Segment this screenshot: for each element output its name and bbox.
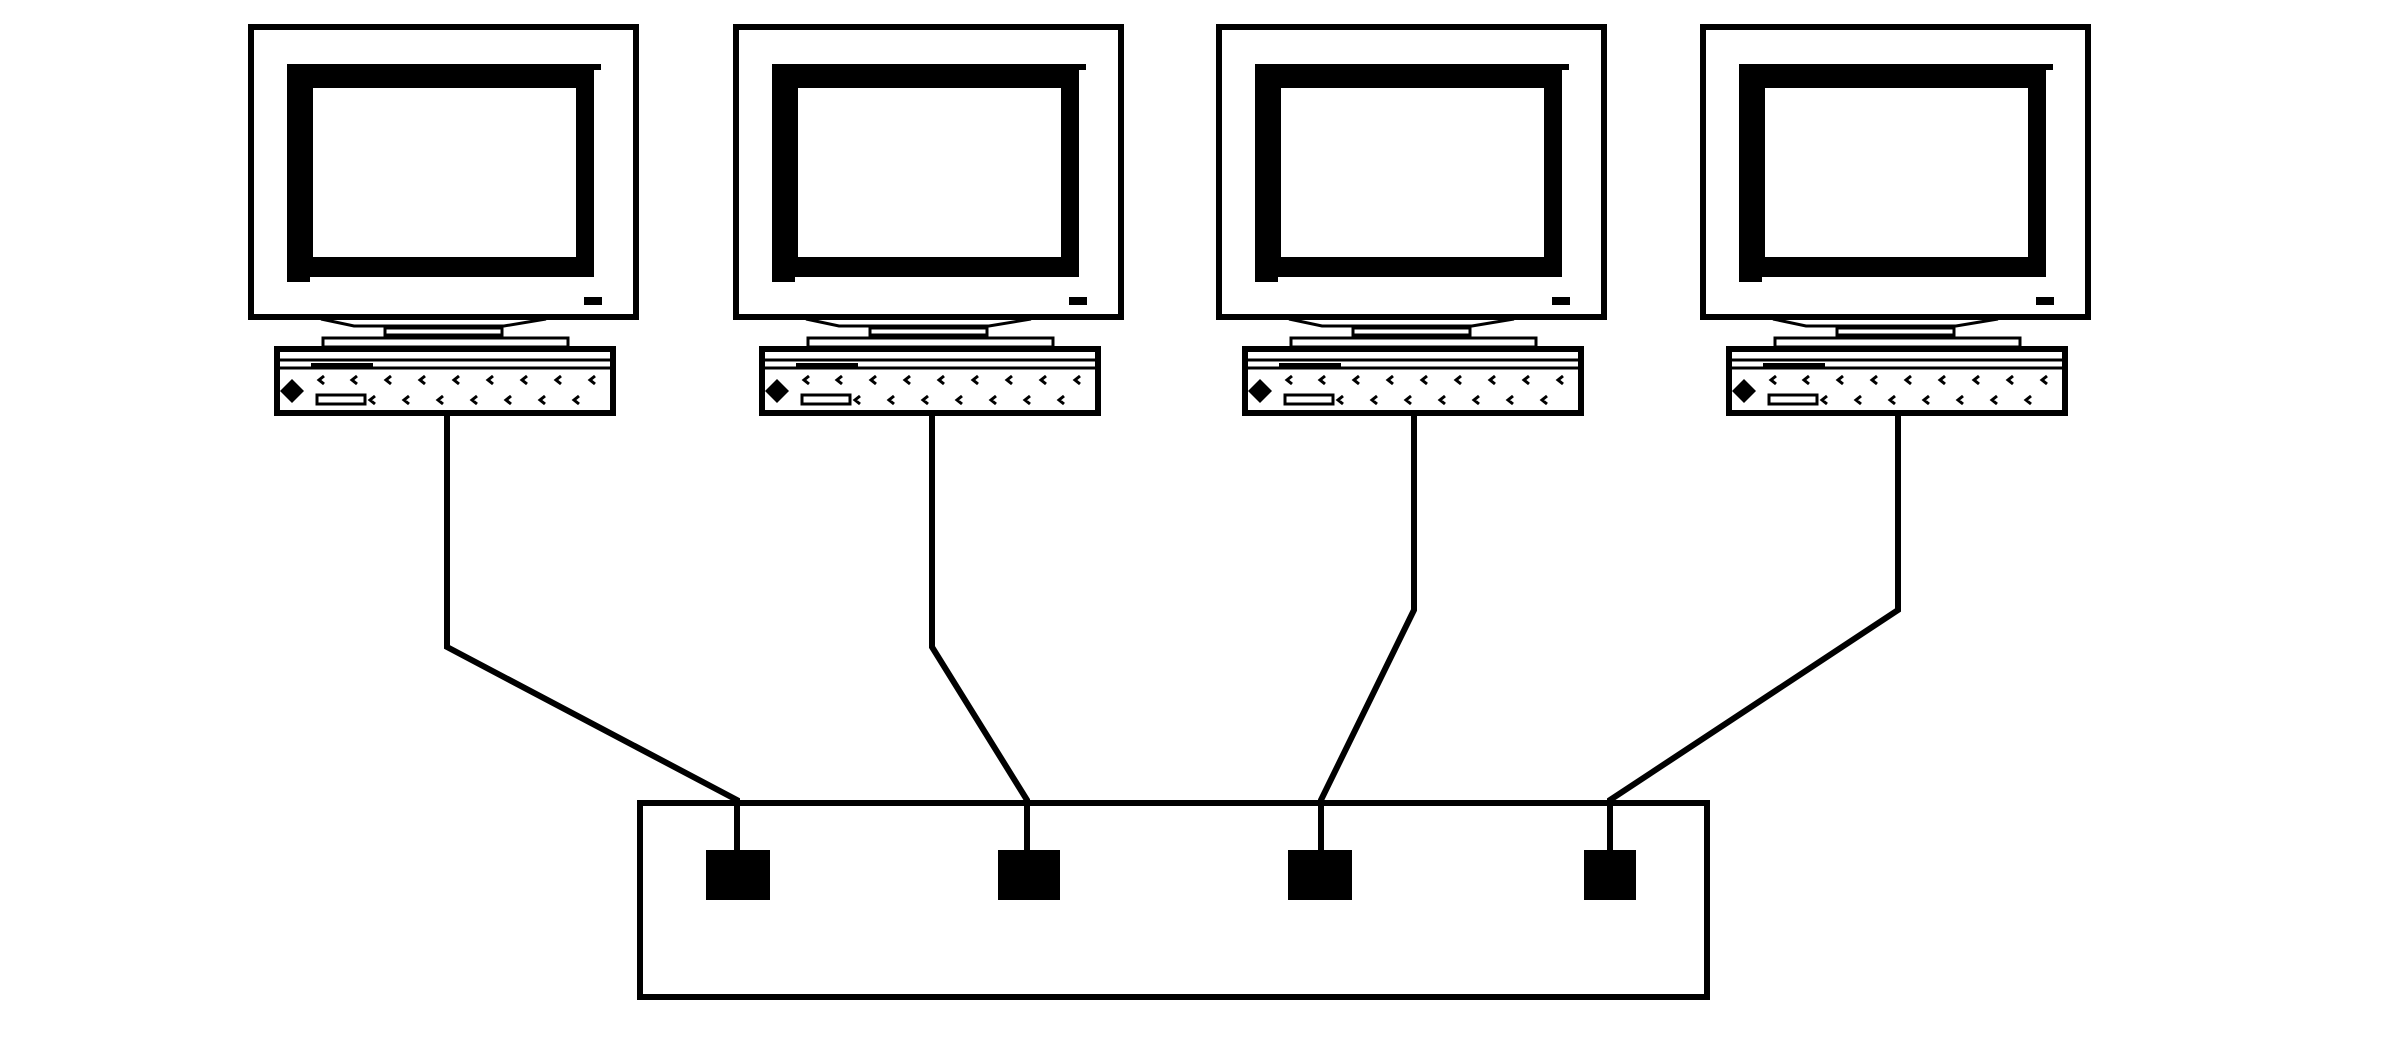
network-cable-2 <box>929 413 1030 850</box>
workstation-1 <box>251 27 636 413</box>
hub-port-3 <box>1288 850 1352 900</box>
desktop-computer-icon <box>1219 27 1604 413</box>
hub-port-1 <box>706 850 770 900</box>
network-cable-1 <box>444 413 740 850</box>
workstation-3 <box>1219 27 1604 413</box>
hub-port-4 <box>1584 850 1636 900</box>
hub-port-2 <box>998 850 1060 900</box>
network-cable-3 <box>1318 413 1417 850</box>
desktop-computer-icon <box>251 27 636 413</box>
desktop-computer-icon <box>736 27 1121 413</box>
desktop-computer-icon <box>1703 27 2088 413</box>
network-hub-icon <box>637 800 1710 1000</box>
workstation-4 <box>1703 27 2088 413</box>
workstation-2 <box>736 27 1121 413</box>
hub-body <box>637 800 1710 1000</box>
network-cable-4 <box>1607 413 1901 850</box>
